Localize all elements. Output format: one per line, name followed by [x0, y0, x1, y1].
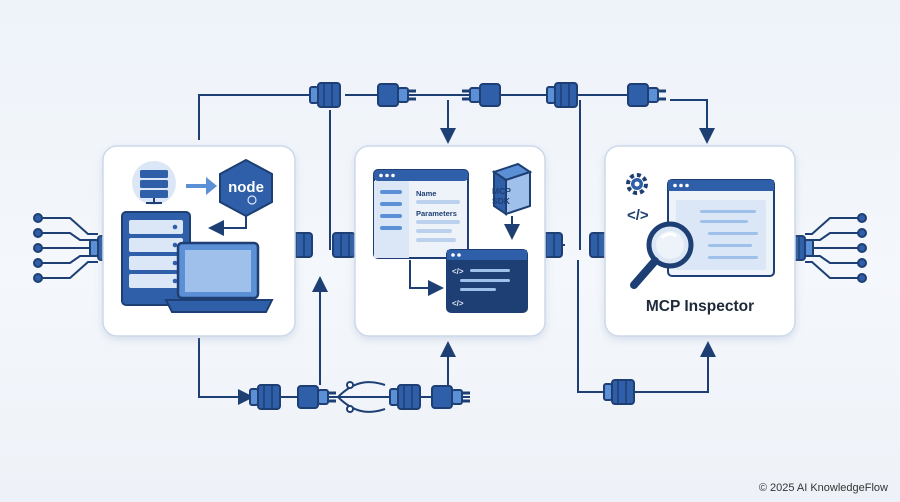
circuit-pins-left-icon [33, 213, 98, 283]
server-icon [132, 161, 176, 205]
sdk-box-label-line1: MCP [492, 186, 511, 196]
inspector-panel: </> MCP Inspector [604, 145, 796, 337]
arrow-right-icon [186, 177, 217, 195]
sdk-panel: Name Parameters MCP SDK </> </> [354, 145, 546, 337]
code-tag-top: </> [452, 267, 464, 276]
top-line-left [198, 94, 315, 140]
plug-connector-icon [603, 379, 635, 405]
magnifier-icon [630, 221, 694, 289]
plug-connector-icon [309, 82, 341, 108]
plug-connector-icon [626, 82, 668, 108]
cable-split-icon [337, 381, 390, 413]
bottom-right-line [577, 260, 612, 393]
sdk-box-label-line2: SDK [492, 196, 511, 206]
browser-window-icon [667, 179, 775, 277]
package-box-icon: MCP SDK [491, 162, 533, 216]
gear-icon [626, 173, 648, 195]
code-window-icon: </> </> [446, 249, 528, 313]
node-panel: node [102, 145, 296, 337]
bottom-line-left [198, 338, 254, 405]
copyright-footer: © 2025 AI KnowledgeFlow [758, 482, 888, 494]
browser-window-icon: Name Parameters [373, 169, 469, 259]
code-tag-bottom: </> [452, 299, 464, 308]
form-name-label: Name [416, 189, 436, 198]
inspector-code-tag: </> [627, 207, 649, 224]
top-line-down-inspector [670, 99, 715, 144]
inspector-title: MCP Inspector [646, 298, 754, 315]
plug-connector-icon [389, 384, 421, 410]
plug-connector-icon [249, 384, 281, 410]
server-rack-icon [121, 211, 191, 306]
circuit-pins-right-icon [805, 213, 867, 283]
laptop-icon [164, 241, 274, 313]
plug-connector-icon [546, 82, 578, 108]
form-parameters-label: Parameters [416, 209, 457, 218]
bottom-right-up [635, 341, 716, 393]
node-badge-text: node [228, 179, 264, 196]
